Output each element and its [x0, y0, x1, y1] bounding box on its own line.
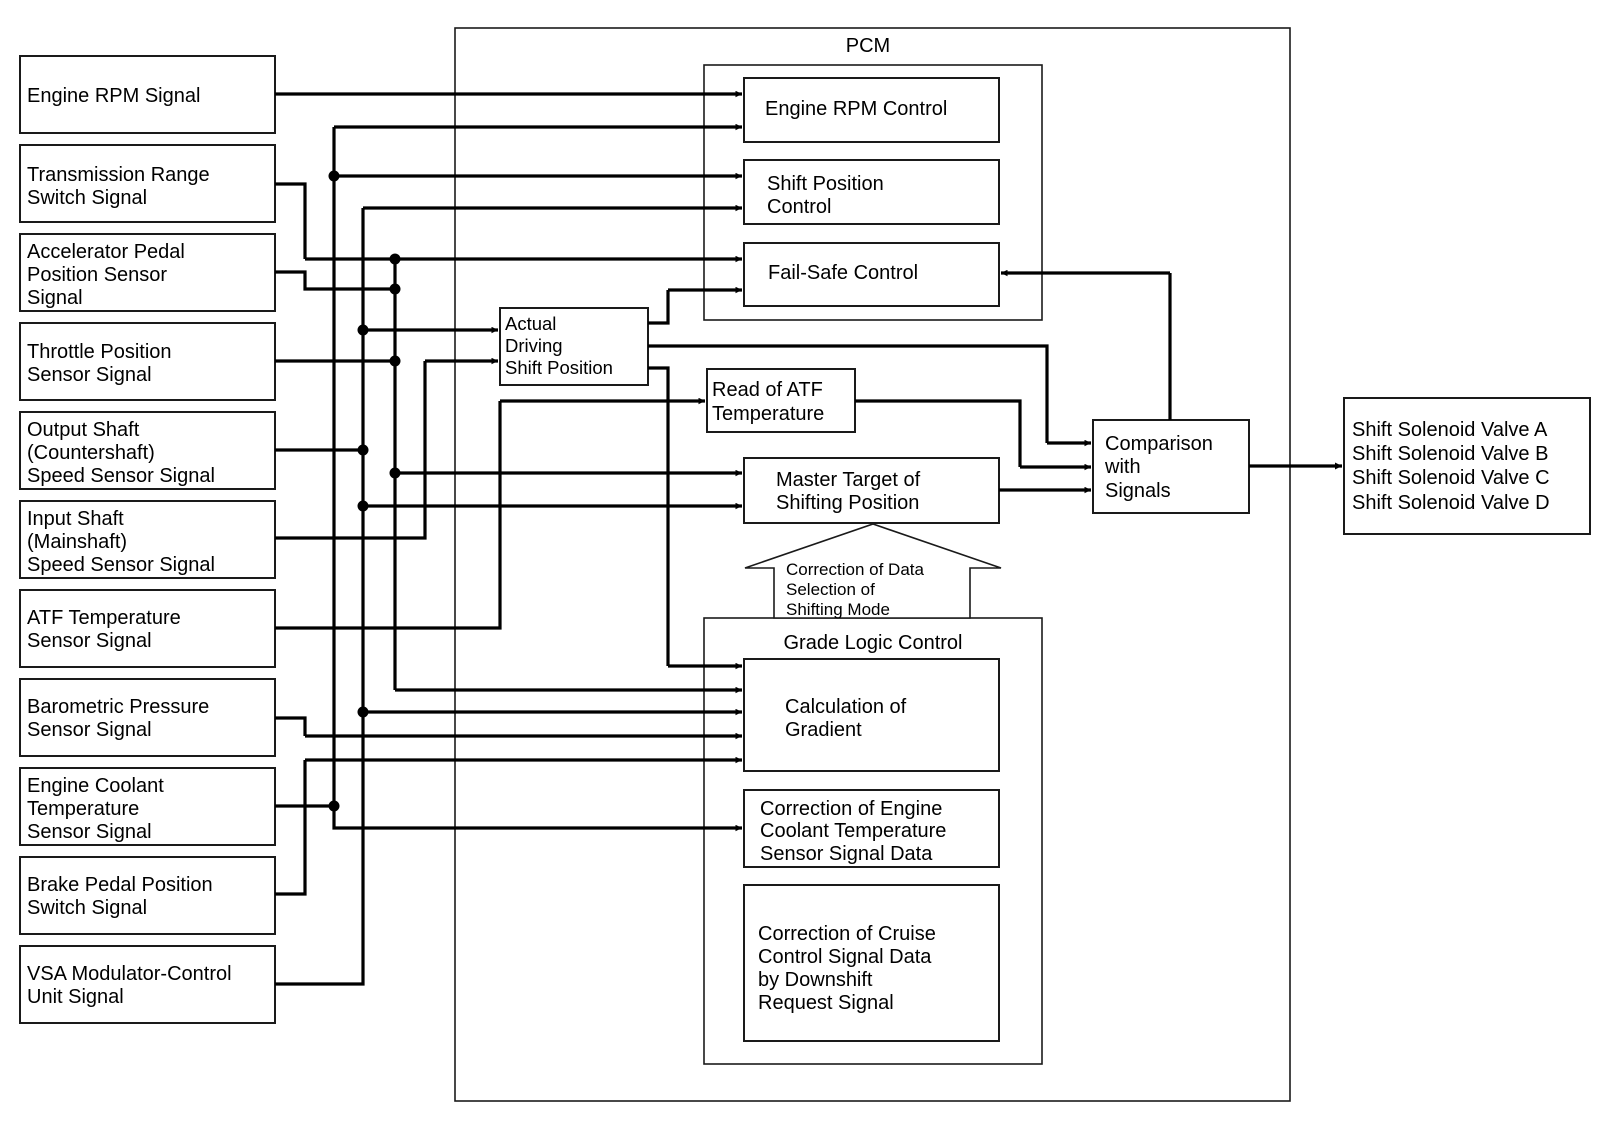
input-label: Engine RPM Signal	[27, 85, 200, 107]
signal-wires	[275, 90, 1342, 986]
input-box-input-shaft-speed-sensor-signal: Input Shaft(Mainshaft)Speed Sensor Signa…	[19, 500, 276, 579]
junction-dots	[328, 170, 401, 812]
engine-rpm-control-box: Engine RPM Control	[743, 77, 1000, 143]
input-box-engine-rpm-signal: Engine RPM Signal	[19, 55, 276, 134]
input-label: Input Shaft(Mainshaft)Speed Sensor Signa…	[27, 508, 215, 576]
fail-safe-control-box: Fail-Safe Control	[743, 242, 1000, 307]
grade-logic-title: Grade Logic Control	[784, 632, 963, 654]
block-label: Fail-Safe Control	[768, 262, 918, 284]
pcm-title: PCM	[846, 35, 890, 57]
input-label: Output Shaft(Countershaft)Speed Sensor S…	[27, 419, 215, 487]
pcm-control-group	[703, 64, 1043, 321]
block-label: Engine RPM Control	[765, 98, 947, 120]
pcm-frame	[454, 27, 1291, 1102]
input-box-output-shaft-speed-sensor-signal: Output Shaft(Countershaft)Speed Sensor S…	[19, 411, 276, 490]
